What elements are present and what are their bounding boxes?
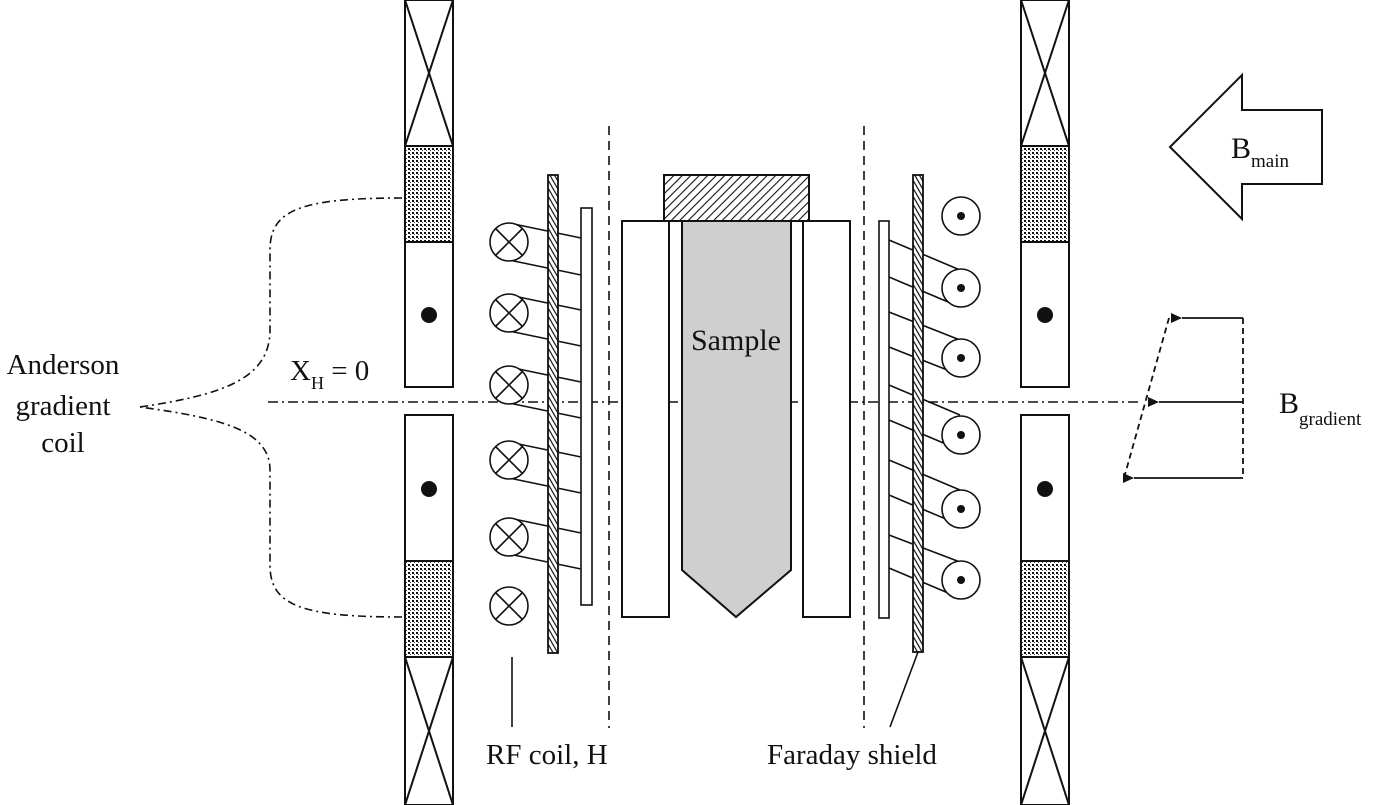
anderson-label-line2: gradient [15, 390, 110, 422]
left-top-gradient-winding [404, 145, 454, 243]
sample-tube [681, 220, 792, 619]
circle-cross-icon-2 [489, 293, 529, 333]
faraday-shield-label: Faraday shield [767, 739, 937, 771]
b-gradient-label: Bgradient [1279, 387, 1362, 430]
xh-label: XH = 0 [290, 355, 369, 393]
left-rf-support [580, 207, 593, 606]
circle-cross-icon-1 [489, 222, 529, 262]
circle-cross-icon-6 [489, 586, 529, 626]
b-gradient-arrows [1123, 313, 1244, 483]
anderson-label-line3: coil [41, 427, 85, 459]
right-magnet-column [1020, 0, 1070, 805]
right-faraday-shield [912, 174, 924, 653]
circle-cross-icon-3 [489, 365, 529, 405]
svg-text:Anderson: Anderson [7, 349, 120, 381]
faraday-leader [889, 651, 919, 728]
b-main-label: Bmain [1231, 132, 1290, 172]
rf-coil-right [878, 174, 981, 653]
svg-text:coil: coil [41, 427, 85, 459]
rf-coil-left [489, 174, 593, 654]
right-rf-support [878, 220, 890, 619]
circle-dot-icon-4 [941, 415, 981, 455]
svg-text:gradient: gradient [15, 390, 110, 422]
right-holder-wall [802, 220, 851, 618]
left-bottom-gradient-winding [404, 560, 454, 658]
right-bottom-gradient-winding [1020, 560, 1070, 658]
rf-coil-label: RF coil, H [486, 739, 608, 771]
left-faraday-shield [547, 174, 559, 654]
b-main-arrow-icon [1168, 72, 1323, 222]
anderson-label-line1: Anderson [7, 349, 120, 381]
circle-dot-icon-5 [941, 489, 981, 529]
sample-cap [663, 174, 810, 222]
circle-dot-icon-3 [941, 338, 981, 378]
anderson-brace [139, 197, 403, 618]
circle-cross-icon-4 [489, 440, 529, 480]
sample-label: Sample [691, 324, 781, 357]
gradient-slope-line [1123, 317, 1170, 479]
left-holder-wall [621, 220, 670, 618]
sample-assembly [621, 174, 851, 619]
circle-cross-icon-5 [489, 517, 529, 557]
circle-dot-icon-1 [941, 196, 981, 236]
circle-dot-icon-2 [941, 268, 981, 308]
left-magnet-column [404, 0, 454, 805]
right-top-gradient-winding [1020, 145, 1070, 243]
circle-dot-icon-6 [941, 560, 981, 600]
